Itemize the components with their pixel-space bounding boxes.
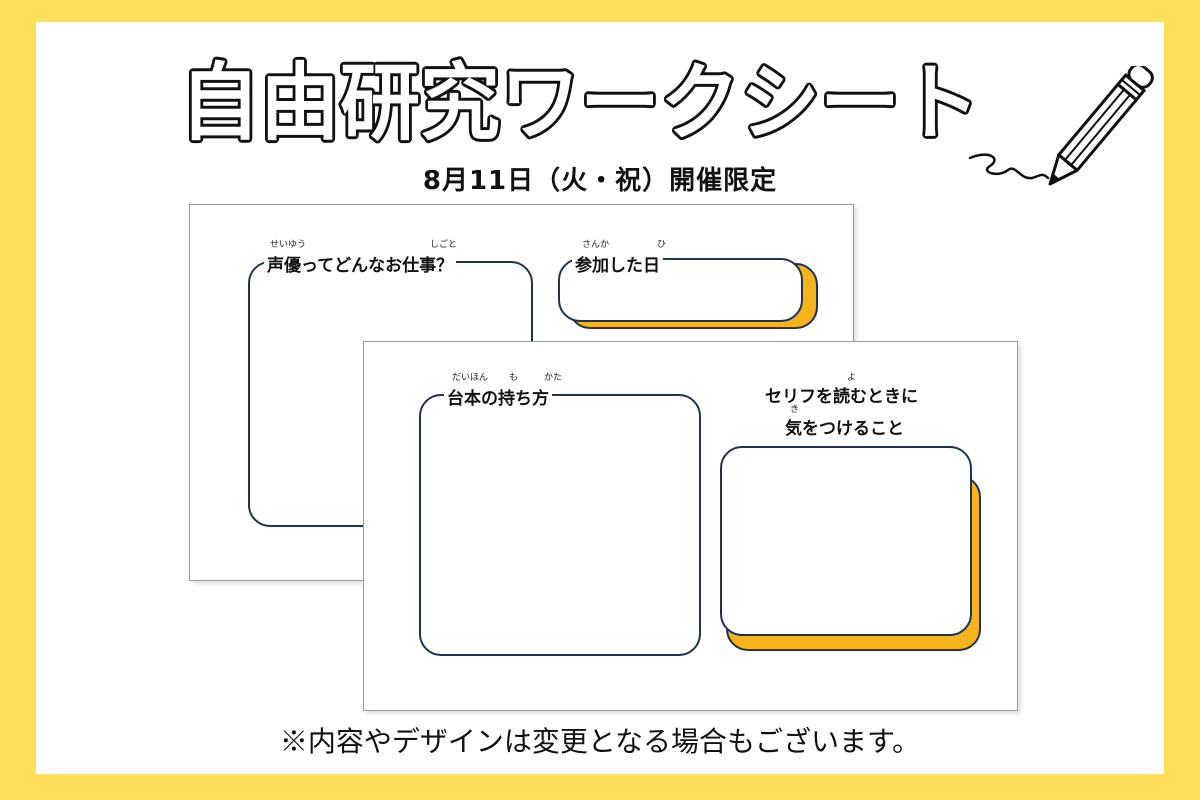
change-notice: ※内容やデザインは変更となる場合もございます。 xyxy=(279,725,921,758)
event-date-subtitle: 8月11日（火・祝）開催限定 xyxy=(422,166,778,196)
ruby-kata: かた xyxy=(544,373,563,383)
ruby-yo: よ xyxy=(847,373,857,383)
ruby-ki: き xyxy=(790,405,800,415)
pencil-icon xyxy=(960,66,1170,200)
question-voice-actor-job: 声優ってどんなお仕事？ xyxy=(264,251,457,276)
question-participation-date: 参加した日 xyxy=(572,251,663,276)
question-script-holding: 台本の持ち方 xyxy=(444,384,552,409)
ruby-seiyuu: せいゆう xyxy=(270,240,307,250)
ruby-hi: ひ xyxy=(657,240,667,250)
page-title: 自由研究ワークシート xyxy=(160,40,1000,160)
answer-box-line-reading-tips xyxy=(720,446,972,636)
ruby-sanka: さんか xyxy=(582,240,610,250)
ruby-daihon: だいほん xyxy=(452,373,489,383)
question-line-reading-tips-1: セリフを読むときに xyxy=(762,382,921,407)
page-title-text: 自由研究ワークシート xyxy=(180,54,980,152)
worksheet-preview-front: だいほん も かた 台本の持ち方 よ セリフを読むときに き 気をつけること xyxy=(363,341,1018,711)
ruby-mo: も xyxy=(509,373,519,383)
answer-box-script-holding xyxy=(419,394,701,656)
question-line-reading-tips-2: 気をつけること xyxy=(782,414,907,439)
ruby-shigoto: しごと xyxy=(430,240,458,250)
